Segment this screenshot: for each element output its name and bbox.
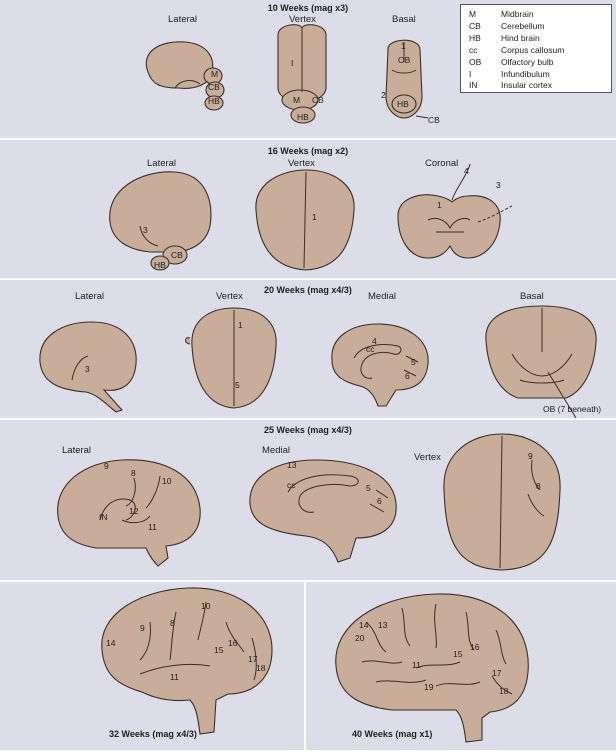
- mark-10: 10: [201, 601, 211, 611]
- brain-20wk-set: [39, 305, 597, 419]
- mark-18: 18: [499, 686, 509, 696]
- mark-17: 17: [248, 654, 258, 664]
- mark-6: 6: [405, 371, 410, 381]
- mark-11: 11: [170, 672, 179, 682]
- caption-32-weeks: 32 Weeks (mag x4/3): [109, 729, 197, 739]
- mark-ob-7-beneath: OB (7 beneath): [543, 404, 602, 414]
- mark-4: 4: [372, 336, 377, 346]
- mark-12: 12: [129, 506, 139, 516]
- view-label-lateral: Lateral: [147, 158, 177, 169]
- mark-8: 8: [170, 618, 175, 628]
- mark-10: 10: [162, 476, 172, 486]
- mark-1: 1: [312, 212, 317, 222]
- panel-16-weeks: 16 Weeks (mag x2) Lateral Vertex Coronal…: [0, 140, 616, 280]
- mark-hb: HB: [154, 260, 166, 270]
- mark-3: 3: [85, 364, 90, 374]
- mark-m: M: [293, 95, 301, 105]
- mark-20: 20: [355, 633, 365, 643]
- mark-15: 15: [453, 649, 463, 659]
- brain-10wk-lateral: [145, 24, 429, 124]
- panel-20-weeks: 20 Weeks (mag x4/3) Lateral Vertex Media…: [0, 280, 616, 420]
- panel-title: 20 Weeks (mag x4/3): [264, 285, 352, 295]
- mark-cb: CB: [428, 115, 440, 125]
- mark-8: 8: [536, 481, 541, 491]
- mark-hb: HB: [297, 112, 309, 122]
- view-label-lateral: Lateral: [62, 445, 92, 456]
- view-label-vertex: Vertex: [289, 14, 316, 25]
- mark-in: IN: [99, 512, 108, 522]
- mark-1: 1: [401, 41, 406, 51]
- mark-9: 9: [140, 623, 145, 633]
- mark-19: 19: [424, 682, 434, 692]
- mark-18: 18: [256, 663, 266, 673]
- view-label-vertex: Vertex: [288, 158, 315, 169]
- mark-16: 16: [228, 638, 238, 648]
- mark-11: 11: [412, 660, 421, 670]
- view-label-lateral: Lateral: [75, 291, 105, 302]
- mark-i: I: [291, 58, 294, 68]
- mark-2: 2: [381, 90, 386, 100]
- view-label-lateral: Lateral: [168, 14, 198, 25]
- mark-cc: cc: [366, 344, 375, 354]
- mark-13: 13: [287, 460, 297, 470]
- mark-14: 14: [106, 638, 116, 648]
- mark-9: 9: [528, 451, 533, 461]
- view-label-coronal: Coronal: [425, 158, 459, 169]
- panel-32-weeks: 10 9 8 14 16 15 17 18 11 32 Weeks (mag x…: [0, 582, 306, 752]
- mark-9: 9: [104, 461, 109, 471]
- panel-title: 16 Weeks (mag x2): [267, 146, 349, 156]
- brain-16wk-lateral: [109, 163, 513, 271]
- view-label-basal: Basal: [392, 14, 416, 25]
- mark-16: 16: [470, 642, 480, 652]
- mark-14: 14: [359, 620, 369, 630]
- mark-ob: OB: [398, 55, 411, 65]
- mark-8: 8: [131, 468, 136, 478]
- view-label-vertex: Vertex: [414, 452, 441, 463]
- panel-40-weeks: 14 20 13 16 15 11 17 19 18 40 Weeks (mag…: [306, 582, 616, 752]
- panel-10-weeks: 10 Weeks (mag x3) Lateral Vertex Basal M…: [0, 0, 616, 140]
- view-label-medial: Medial: [368, 291, 396, 302]
- mark-11: 11: [148, 522, 157, 532]
- panel-25-weeks: 25 Weeks (mag x4/3) Lateral Medial Verte…: [0, 420, 616, 582]
- view-label-basal: Basal: [520, 291, 544, 302]
- mark-cb: CB: [208, 82, 220, 92]
- mark-13: 13: [378, 620, 388, 630]
- mark-5: 5: [411, 357, 416, 367]
- mark-cb: CB: [312, 95, 324, 105]
- mark-17: 17: [492, 668, 502, 678]
- mark-m: M: [211, 69, 219, 79]
- view-label-medial: Medial: [262, 445, 290, 456]
- brain-40wk-lateral: [335, 593, 529, 743]
- brain-25wk-set: [57, 433, 561, 571]
- mark-6: 6: [377, 496, 382, 506]
- mark-cc: cc: [287, 480, 296, 490]
- mark-cb: CB: [171, 250, 183, 260]
- mark-hb: HB: [397, 99, 409, 109]
- mark-hb: HB: [208, 96, 220, 106]
- mark-3: 3: [143, 225, 148, 235]
- mark-15: 15: [214, 645, 224, 655]
- mark-1: 1: [238, 320, 243, 330]
- panel-title: 25 Weeks (mag x4/3): [264, 425, 352, 435]
- mark-5: 5: [235, 380, 240, 390]
- mark-5: 5: [366, 483, 371, 493]
- brain-32wk-lateral: [101, 587, 273, 735]
- mark-1: 1: [437, 200, 442, 210]
- view-label-vertex: Vertex: [216, 291, 243, 302]
- mark-4: 4: [464, 166, 469, 176]
- mark-3: 3: [496, 180, 501, 190]
- caption-40-weeks: 40 Weeks (mag x1): [352, 729, 433, 739]
- panel-title: 10 Weeks (mag x3): [267, 3, 349, 13]
